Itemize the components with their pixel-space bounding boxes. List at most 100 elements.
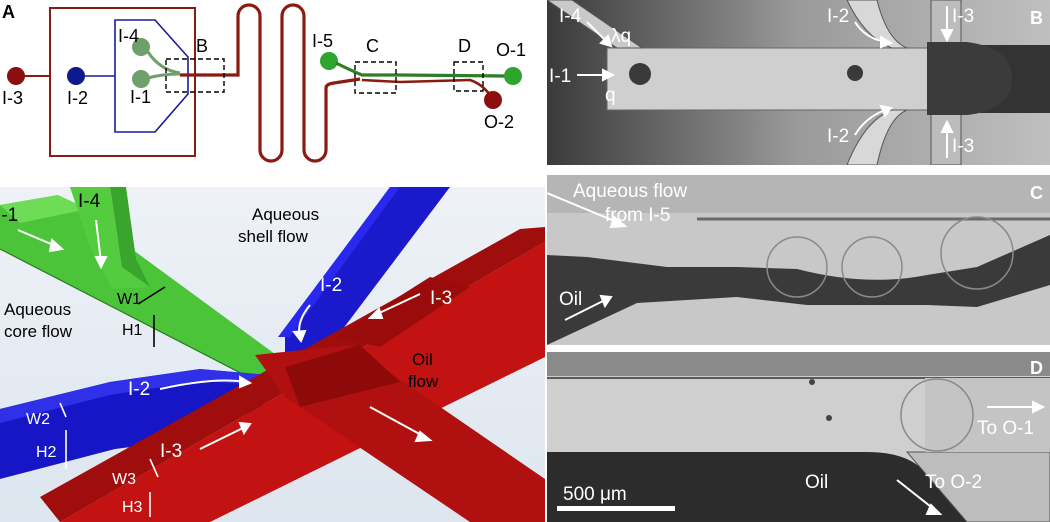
- render-label-i3-bottom: I-3: [160, 441, 182, 462]
- i5-channel: [335, 61, 506, 78]
- label-c: C: [366, 36, 379, 56]
- serpentine-channel: [180, 3, 361, 163]
- d-scale-bar: [557, 506, 675, 511]
- c-label-aqueous-2: from I-5: [605, 205, 670, 226]
- d-arrows: [896, 400, 1046, 515]
- port-i5: [320, 52, 338, 70]
- render-label-i2-bottom: I-2: [128, 379, 150, 400]
- panel-letter-a: A: [2, 2, 15, 22]
- b-i4-channel: [547, 0, 644, 49]
- d-droplet: [900, 378, 974, 452]
- panel-a-3d-render: I-1 I-4 Aqueous shell flow I-2 I-3 W1 H1…: [0, 187, 545, 522]
- flow-arrows: [17, 219, 433, 450]
- d-label-oil: Oil: [805, 472, 828, 493]
- d-particle-1: [809, 379, 815, 385]
- render-label-aqueous-core-2: core flow: [4, 322, 73, 341]
- b-droplet-2: [847, 65, 863, 81]
- port-o2: [484, 91, 502, 109]
- d-label-to-o1: To O-1: [977, 418, 1034, 439]
- green-channel-i4-side: [110, 187, 150, 287]
- d-top-band: [547, 352, 1050, 376]
- label-d: D: [458, 36, 471, 56]
- c-top-band: [547, 175, 1050, 213]
- label-i2: I-2: [67, 88, 88, 108]
- b-label-i1: I-1: [549, 66, 571, 87]
- render-label-aqueous-core-1: Aqueous: [4, 300, 71, 319]
- d-label-to-o2: To O-2: [925, 472, 982, 493]
- oil-channel-segment: [361, 78, 492, 96]
- c-label-oil: Oil: [559, 289, 582, 310]
- render-label-i4: I-4: [78, 191, 101, 212]
- c-droplet-3: [940, 216, 1014, 290]
- b-label-i3-bottom: I-3: [952, 136, 974, 157]
- b-droplet-1: [629, 63, 651, 85]
- green-channel-i1-top: [0, 195, 88, 223]
- port-i4: [132, 38, 150, 56]
- c-label-aqueous-1: Aqueous flow: [573, 181, 687, 202]
- label-i1: I-1: [130, 87, 151, 107]
- blue-channel-upper-side: [278, 187, 400, 337]
- i1-channel: [147, 72, 181, 80]
- render-label-w3: W3: [112, 471, 136, 488]
- c-arrows: [547, 192, 628, 321]
- panel-letter-b: B: [1030, 8, 1043, 28]
- b-i2-bottom-channel: [846, 109, 908, 165]
- inspection-box-d: [453, 61, 484, 92]
- port-i3: [7, 67, 25, 85]
- panel-b-micrograph: B I-4 λq I-1 q I-2 I-3 I-2 I-3: [547, 0, 1050, 165]
- b-arrows: [577, 6, 954, 158]
- d-particle-2: [826, 415, 832, 421]
- render-label-oil-2: flow: [408, 372, 439, 391]
- b-label-i4: I-4: [559, 6, 582, 27]
- d-outlet-o1-channel: [925, 378, 1050, 452]
- inspection-box-b: [165, 58, 225, 93]
- panel-c-micrograph: C Aqueous flow from I-5 Oil: [547, 175, 1050, 345]
- blue-device-outline: [114, 19, 189, 133]
- render-label-i2-top: I-2: [320, 275, 342, 296]
- inspection-box-c: [354, 61, 397, 94]
- b-label-lambda-q: λq: [611, 26, 631, 47]
- b-droplet-front: [927, 42, 1012, 115]
- render-label-h1: H1: [122, 322, 143, 339]
- d-oil-region: [547, 452, 967, 522]
- label-i4: I-4: [118, 26, 139, 46]
- render-label-w1: W1: [117, 291, 141, 308]
- label-o1: O-1: [496, 40, 526, 60]
- b-i2-top-channel: [846, 0, 908, 49]
- c-droplet-1: [766, 236, 828, 298]
- b-label-i3-top: I-3: [952, 6, 974, 27]
- c-oil-region: [547, 235, 1050, 345]
- panel-letter-c: C: [1030, 183, 1043, 203]
- label-i5: I-5: [312, 31, 333, 51]
- panel-letter-d: D: [1030, 358, 1043, 378]
- d-label-scale: 500 μm: [563, 484, 627, 505]
- blue-channel-lower-top: [0, 369, 268, 423]
- port-o1: [504, 67, 522, 85]
- green-channel-i1: [0, 195, 290, 382]
- port-i2: [67, 67, 85, 85]
- label-i3: I-3: [2, 88, 23, 108]
- b-label-i2-bottom: I-2: [827, 126, 849, 147]
- panel-d-micrograph: D To O-1 Oil To O-2 500 μm: [547, 352, 1050, 522]
- red-channel-i3-top: [335, 277, 470, 347]
- c-droplet-2: [841, 236, 903, 298]
- label-b: B: [196, 36, 208, 56]
- render-label-w2: W2: [26, 411, 50, 428]
- i4-channel: [146, 51, 181, 75]
- b-main-channel: [606, 47, 938, 111]
- panel-a-schematic: A I-3 I-2 I-4 I-1 B I-5 C D O-1 O-2: [2, 2, 526, 163]
- render-label-aqueous-shell-2: shell flow: [238, 227, 309, 246]
- blue-channel-upper: [285, 187, 450, 365]
- port-i1: [132, 70, 150, 88]
- render-label-aqueous-shell-1: Aqueous: [252, 205, 319, 224]
- red-center-floor: [285, 345, 400, 407]
- render-label-oil-1: Oil: [412, 350, 433, 369]
- chip-outline: [49, 7, 196, 157]
- green-channel-i4: [70, 187, 150, 289]
- render-label-h2: H2: [36, 444, 57, 461]
- render-label-h3: H3: [122, 499, 143, 516]
- green-edge: [0, 248, 259, 383]
- b-label-q: q: [605, 85, 616, 106]
- label-o2: O-2: [484, 112, 514, 132]
- render-label-i3-top: I-3: [430, 288, 452, 309]
